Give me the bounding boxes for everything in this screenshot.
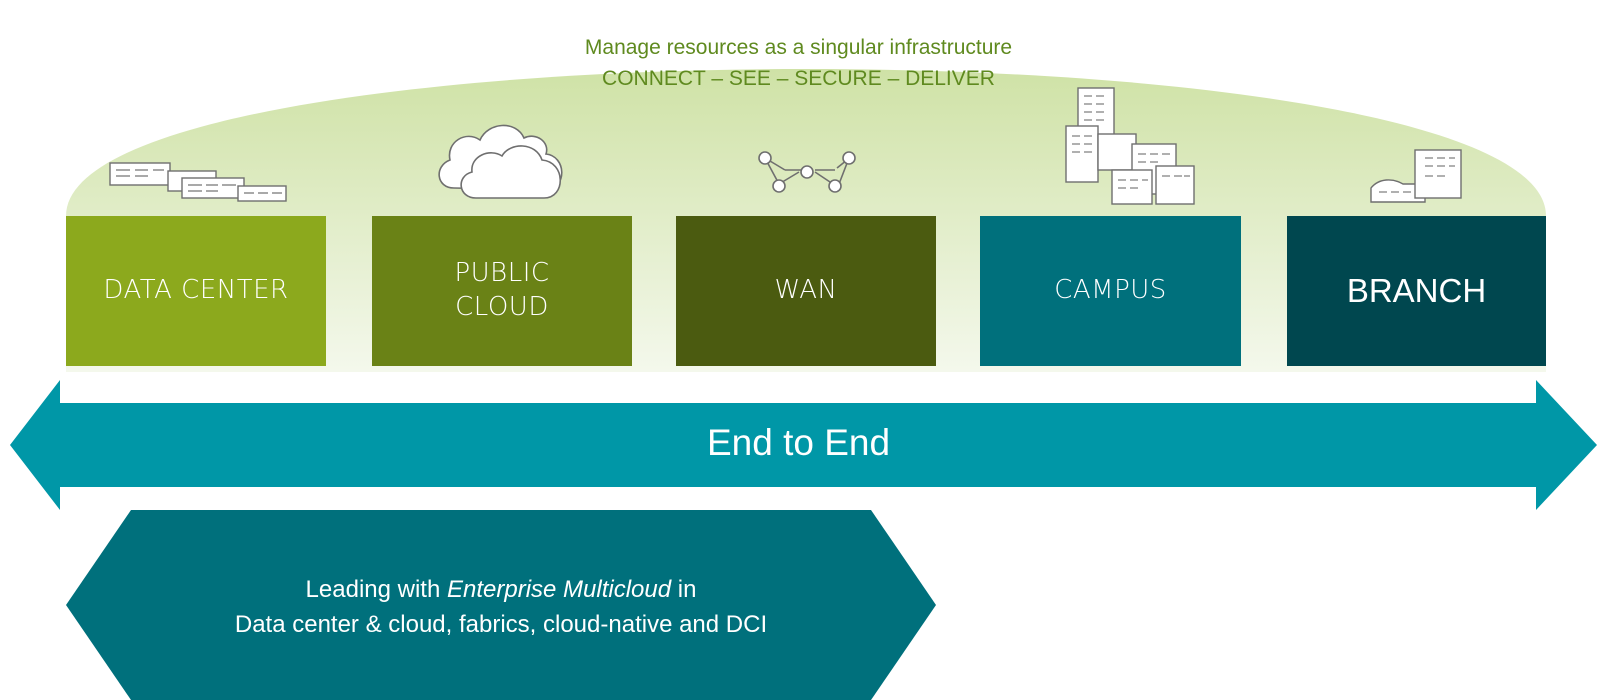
data-center-buildings-icon: [109, 162, 287, 202]
banner-subtitle: CONNECT – SEE – SECURE – DELIVER: [602, 67, 995, 90]
end-to-end-label: End to End: [706, 422, 891, 463]
banner-title: Manage resources as a singular infrastru…: [584, 36, 1013, 59]
focus-line-1: Leading with Enterprise Multicloud in: [66, 578, 936, 602]
segment-data-center: DATA CENTER: [66, 216, 326, 366]
segment-branch: BRANCH: [1287, 216, 1546, 366]
campus-buildings-icon: [1065, 87, 1195, 205]
branch-building-icon: [1370, 149, 1462, 203]
focus-suffix: in: [671, 576, 697, 603]
focus-hexagon: [66, 510, 936, 700]
segment-public-cloud: PUBLIC CLOUD: [372, 216, 632, 366]
segment-wan: WAN: [676, 216, 936, 366]
focus-line-2: Data center & cloud, fabrics, cloud-nati…: [234, 611, 768, 638]
focus-emphasis: Enterprise Multicloud: [446, 576, 672, 603]
cloud-icon: [438, 124, 563, 199]
network-nodes-icon: [758, 151, 856, 193]
segment-campus: CAMPUS: [980, 216, 1241, 366]
end-to-end-arrow: [10, 380, 1597, 510]
focus-prefix: Leading with: [305, 576, 447, 603]
